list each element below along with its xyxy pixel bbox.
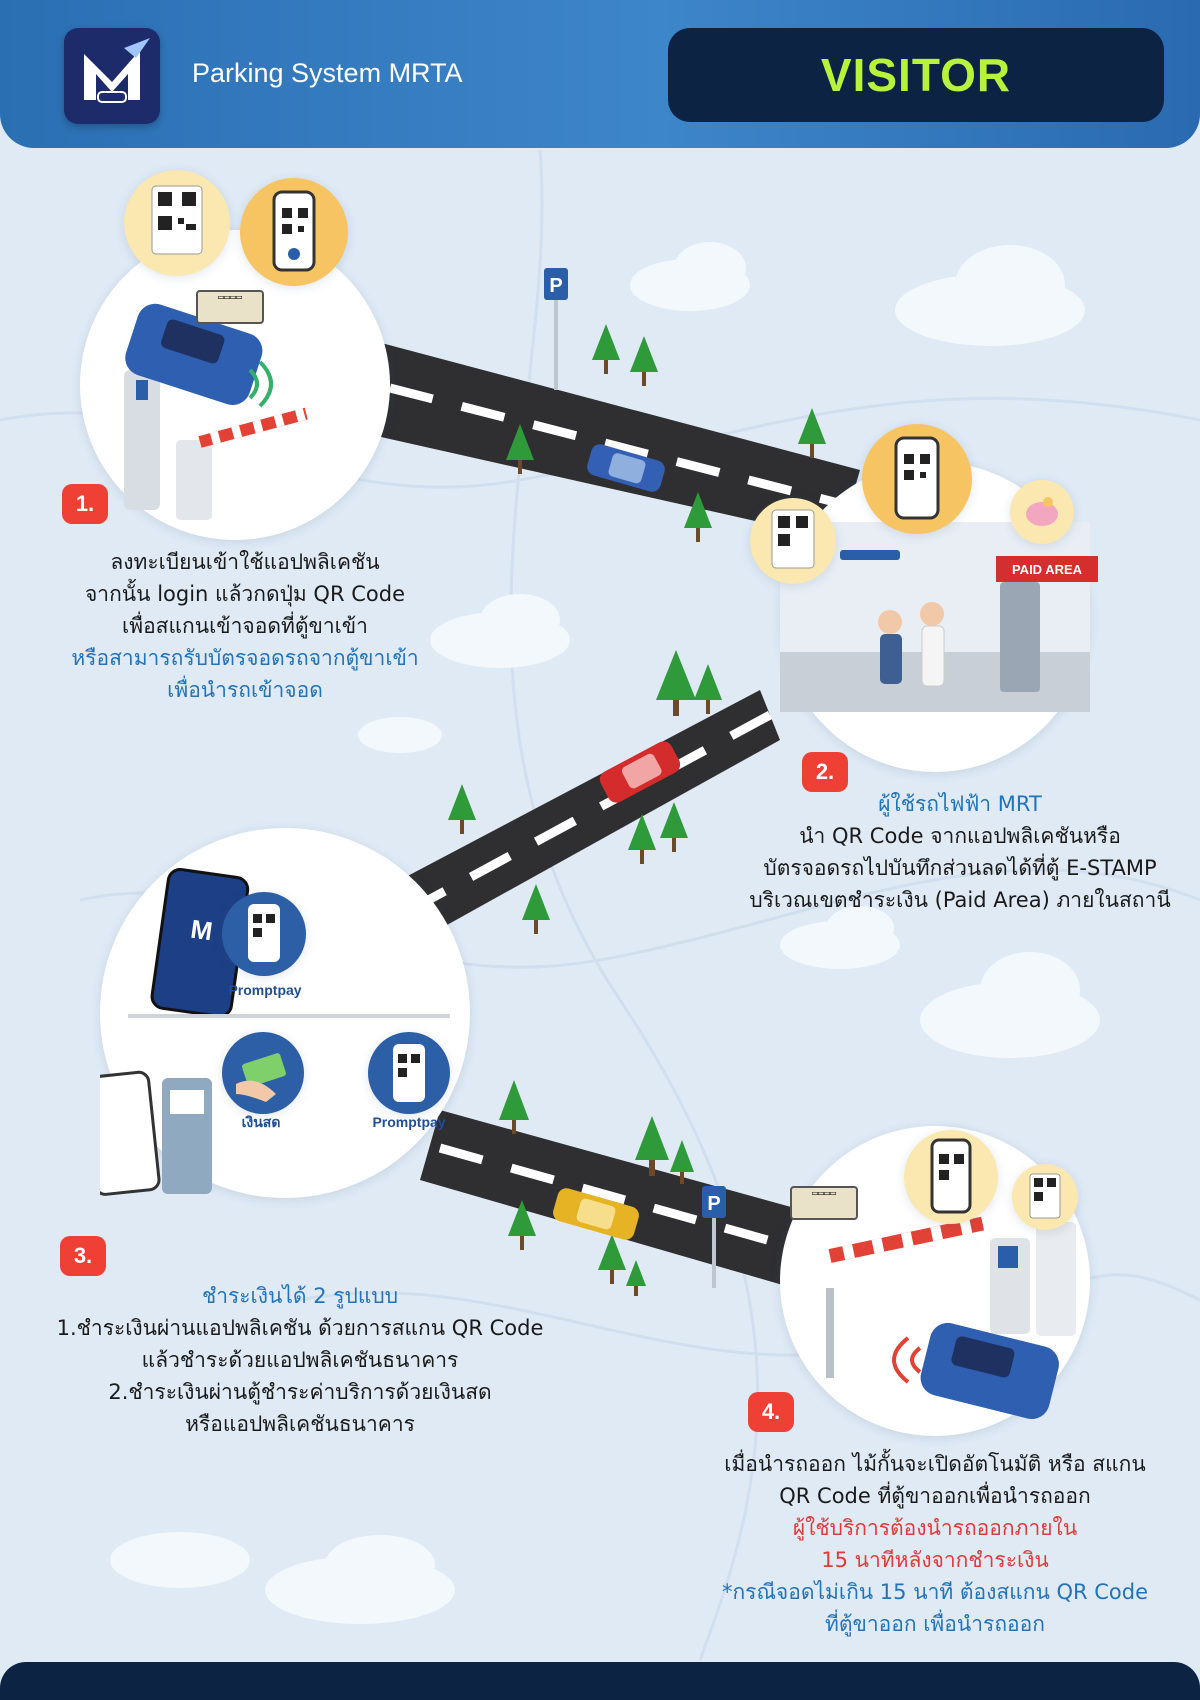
qr-card-icon xyxy=(750,498,836,584)
promptpay-qr-icon xyxy=(368,1032,450,1114)
step-1-text: ลงทะเบียนเข้าใช้แอปพลิเคชัน จากนั้น logi… xyxy=(30,546,460,706)
step-2-text: ผู้ใช้รถไฟฟ้า MRT นำ QR Code จากแอปพลิเค… xyxy=(740,788,1180,916)
step-2-line: บัตรจอดรถไปบันทึกส่วนลดได้ที่ตู้ E-STAMP xyxy=(763,856,1157,880)
step-4-line: ผู้ใช้บริการต้องนำรถออกภายใน xyxy=(792,1516,1078,1540)
step-2-number: 2. xyxy=(802,752,848,792)
step-3-line: แล้วชำระด้วยแอปพลิเคชันธนาคาร xyxy=(141,1348,459,1372)
step-1-line: หรือสามารถรับบัตรจอดรถจากตู้ขาเข้า xyxy=(71,646,419,670)
step-3-line: หรือแอปพลิเคชันธนาคาร xyxy=(185,1412,415,1436)
promptpay-qr-icon xyxy=(222,892,306,976)
phone-qr-icon xyxy=(240,178,348,286)
step-1-number: 1. xyxy=(62,484,108,524)
step-1-line: เพื่อนำรถเข้าจอด xyxy=(167,678,323,702)
step-4-number: 4. xyxy=(748,1392,794,1432)
step-1-illustration xyxy=(80,230,390,540)
license-plate-ticket: ▭▭▭▭ xyxy=(196,290,264,324)
piggy-bank-icon xyxy=(1010,480,1074,544)
step-3-line: 2.ชำระเงินผ่านตู้ชำระค่าบริการด้วยเงินสด xyxy=(108,1380,492,1404)
promptpay-label: Promptpay xyxy=(372,1114,446,1130)
qr-card-icon xyxy=(124,170,230,276)
step-3-line: 1.ชำระเงินผ่านแอปพลิเคชัน ด้วยการสแกน QR… xyxy=(56,1316,544,1340)
step-4-text: เมื่อนำรถออก ไม้กั้นจะเปิดอัตโนมัติ หรือ… xyxy=(690,1448,1180,1640)
paid-area-sign: PAID AREA xyxy=(996,556,1098,582)
step-3-text: ชำระเงินได้ 2 รูปแบบ 1.ชำระเงินผ่านแอปพล… xyxy=(30,1280,570,1440)
step-1-line: เพื่อสแกนเข้าจอดที่ตู้ขาเข้า xyxy=(122,614,368,638)
phone-qr-icon xyxy=(862,424,972,534)
cash-label: เงินสด xyxy=(241,1114,281,1130)
footer-bar xyxy=(0,1662,1200,1700)
step-2-line: นำ QR Code จากแอปพลิเคชันหรือ xyxy=(799,824,1121,848)
svg-text:P: P xyxy=(707,1193,720,1215)
step-2-line: ผู้ใช้รถไฟฟ้า MRT xyxy=(878,792,1042,816)
step-3-number: 3. xyxy=(60,1236,106,1276)
promptpay-label: Promptpay xyxy=(228,982,302,998)
app-title: Parking System MRTA xyxy=(192,58,463,88)
step-4-line: *กรณีจอดไม่เกิน 15 นาที ต้องสแกน QR Code xyxy=(721,1580,1149,1604)
license-plate-ticket: ▭▭▭▭ xyxy=(790,1186,858,1220)
step-4-line: 15 นาทีหลังจากชำระเงิน xyxy=(821,1548,1049,1572)
step-3-line: ชำระเงินได้ 2 รูปแบบ xyxy=(201,1284,399,1308)
qr-card-icon xyxy=(1012,1164,1078,1230)
phone-qr-icon xyxy=(904,1130,998,1224)
step-4-line: เมื่อนำรถออก ไม้กั้นจะเปิดอัตโนมัติ หรือ… xyxy=(724,1452,1146,1476)
step-1-line: จากนั้น login แล้วกดปุ่ม QR Code xyxy=(85,582,405,606)
step-4-line: QR Code ที่ตู้ขาออกเพื่อนำรถออก xyxy=(779,1484,1091,1508)
svg-text:P: P xyxy=(549,275,562,297)
step-3-illustration: M xyxy=(83,828,470,1198)
step-4-line: ที่ตู้ขาออก เพื่อนำรถออก xyxy=(825,1612,1045,1636)
step-1-line: ลงทะเบียนเข้าใช้แอปพลิเคชัน xyxy=(110,550,380,574)
visitor-badge: VISITOR xyxy=(668,28,1164,122)
mrta-logo-icon xyxy=(64,28,160,124)
cash-icon xyxy=(222,1032,304,1114)
header-bar: Parking System MRTA VISITOR xyxy=(0,0,1200,148)
svg-text:M: M xyxy=(189,914,215,947)
step-2-line: บริเวณเขตชำระเงิน (Paid Area) ภายในสถานี xyxy=(749,888,1171,912)
